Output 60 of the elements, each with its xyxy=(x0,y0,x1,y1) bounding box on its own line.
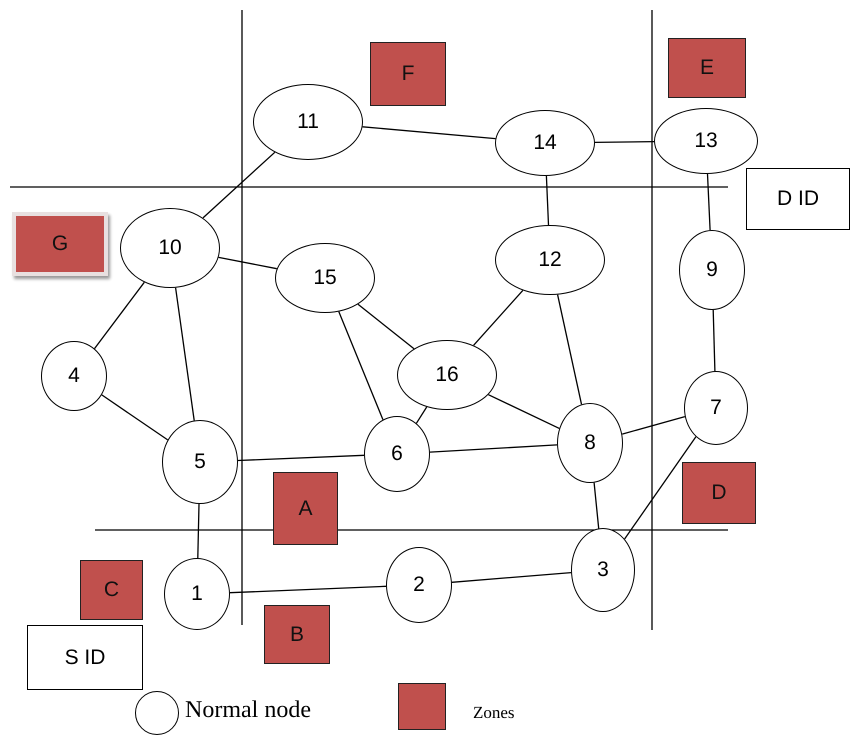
node-number: 11 xyxy=(297,110,319,134)
legend-label: Zones xyxy=(473,703,515,723)
zone-letter: A xyxy=(298,496,312,520)
node-number: 3 xyxy=(597,558,609,582)
zone-letter: D xyxy=(711,481,727,505)
node-number: 13 xyxy=(694,129,718,153)
connector-line xyxy=(624,436,696,540)
zone-box xyxy=(264,605,330,664)
id-label: D ID xyxy=(777,187,819,211)
connector-line xyxy=(197,504,200,558)
connector-line xyxy=(238,454,364,462)
node-number: 5 xyxy=(194,450,206,474)
connector-line xyxy=(416,406,428,424)
id-box xyxy=(746,168,850,230)
connector-line xyxy=(452,572,572,583)
node-number: 2 xyxy=(413,573,425,597)
connector-line xyxy=(473,290,524,346)
connector-line xyxy=(202,152,276,218)
connector-line xyxy=(593,482,600,528)
connector-line xyxy=(556,294,582,404)
node-number: 4 xyxy=(68,364,80,388)
connector-line xyxy=(94,282,145,349)
node-number: 6 xyxy=(391,442,403,466)
zone-box xyxy=(273,472,338,545)
connector-line xyxy=(358,304,414,350)
connector-line xyxy=(218,256,277,270)
connector-line xyxy=(595,140,654,144)
node-number: 8 xyxy=(584,431,596,455)
zone-box xyxy=(668,38,746,98)
node-number: 9 xyxy=(706,258,718,282)
node-number: 10 xyxy=(158,236,182,260)
connector-line xyxy=(712,310,716,372)
node-number: 1 xyxy=(191,582,203,606)
connector-line xyxy=(488,394,560,429)
zone-letter: F xyxy=(402,62,414,86)
connector-line xyxy=(706,174,711,230)
zone-box xyxy=(80,560,143,620)
node-number: 14 xyxy=(533,131,557,155)
connector-line xyxy=(230,586,386,594)
connector-line xyxy=(101,394,168,440)
zone-letter: E xyxy=(700,56,714,80)
zone-letter: B xyxy=(290,622,304,646)
connector-line xyxy=(546,176,550,226)
id-box xyxy=(27,625,143,690)
connector-line xyxy=(174,288,195,421)
legend-label: Normal node xyxy=(185,697,311,724)
zone-box xyxy=(12,212,108,276)
zone-box xyxy=(370,42,446,106)
node-number: 16 xyxy=(435,363,459,387)
connector-line xyxy=(430,444,558,453)
zone-letter: G xyxy=(52,232,68,256)
node-number: 15 xyxy=(313,266,337,290)
node-number: 7 xyxy=(710,396,722,420)
zone-box xyxy=(682,462,756,524)
id-label: S ID xyxy=(64,646,106,670)
connector-line xyxy=(622,416,686,435)
connector-line xyxy=(338,311,384,420)
connector-line xyxy=(362,126,496,140)
node-number: 12 xyxy=(538,248,562,272)
zone-letter: C xyxy=(104,578,120,602)
